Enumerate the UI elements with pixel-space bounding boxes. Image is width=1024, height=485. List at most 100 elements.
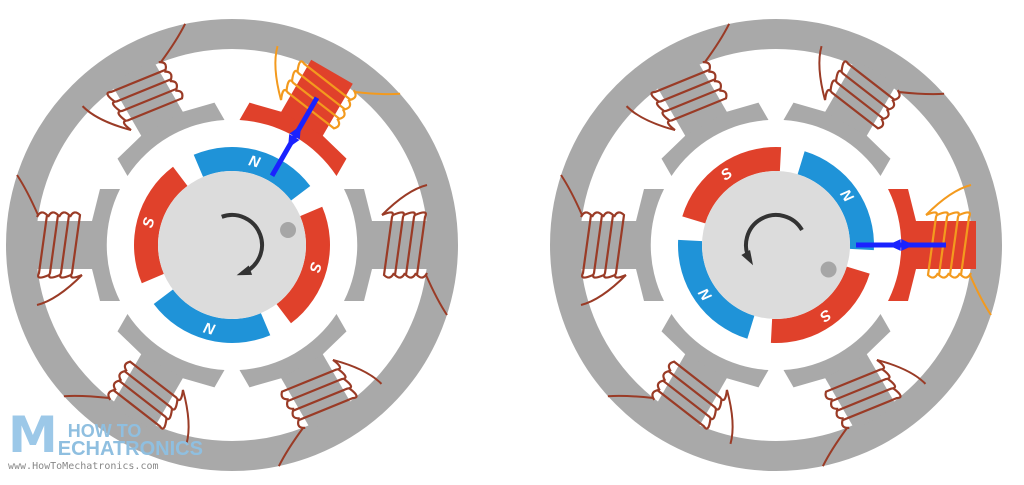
coil-loop <box>823 88 885 130</box>
coil-loop <box>650 61 711 103</box>
coil-lead <box>354 90 401 96</box>
coil-loop <box>117 80 178 122</box>
rotor-marker-dot <box>280 221 297 238</box>
coil-loop <box>666 89 728 131</box>
coil-loop <box>667 360 729 402</box>
coil-loop <box>414 211 428 279</box>
coil-loop <box>291 378 353 420</box>
stator-ring <box>550 19 1002 471</box>
coil-lead <box>580 274 627 306</box>
coil-loop <box>69 211 83 279</box>
coil-loop <box>297 387 358 429</box>
watermark-logo-m: M <box>8 406 58 464</box>
pole-shoe <box>117 102 225 177</box>
rotation-arrowhead <box>236 265 253 276</box>
coil-lead <box>607 394 654 400</box>
coil-lead <box>625 105 676 132</box>
pole-shoe <box>636 189 664 301</box>
coil-loop <box>123 360 185 402</box>
coil-loop <box>122 89 184 131</box>
magnet-label: S <box>306 260 325 274</box>
coil-lead <box>925 184 972 216</box>
coil-loop <box>830 368 891 410</box>
coil-lead <box>332 358 383 385</box>
watermark: M HOW TO ECHATRONICS www.HowToMechatroni… <box>8 406 203 472</box>
stator-pole <box>81 23 225 177</box>
counterclockwise-arrow-icon <box>744 213 804 261</box>
coil-loop <box>112 379 174 421</box>
coil-loop <box>392 211 406 279</box>
pole-shoe <box>239 313 347 388</box>
field-arrowhead <box>901 239 914 251</box>
pole-shoe <box>239 102 347 177</box>
coil-lead <box>16 174 39 216</box>
coil-loop <box>106 61 167 103</box>
pole-shoe <box>117 313 225 388</box>
north-magnet <box>153 289 271 343</box>
stator-pole <box>783 45 945 177</box>
south-magnet <box>770 266 870 343</box>
coil-lead <box>425 274 448 316</box>
coil-loop <box>296 60 357 101</box>
south-magnet <box>276 206 330 324</box>
coil-loop <box>613 211 627 279</box>
rotation-arrowhead <box>741 250 754 266</box>
watermark-line2: ECHATRONICS <box>57 438 203 460</box>
pole-shoe <box>783 102 891 177</box>
field-arrowhead <box>288 134 300 149</box>
coil-loop <box>661 80 722 122</box>
stator-pole <box>344 184 448 316</box>
magnetic-field-arrow <box>269 96 320 177</box>
coil-lead <box>818 45 826 101</box>
coil-loop <box>829 79 890 121</box>
coil-lead <box>81 105 132 132</box>
magnet-label: S <box>139 216 158 230</box>
coil-loop <box>947 211 961 279</box>
coil-loop <box>47 211 61 279</box>
coil-loop <box>655 70 717 112</box>
coil-lead <box>160 23 187 63</box>
coil-lead <box>898 90 945 96</box>
coil-loop <box>591 211 605 279</box>
coil-lead <box>277 427 304 467</box>
rotor-core <box>158 171 306 319</box>
stator-pole <box>783 313 927 467</box>
coil-loop <box>58 211 72 279</box>
coil-lead <box>876 358 927 385</box>
coil-lead <box>381 184 428 216</box>
coil-loop <box>118 369 179 411</box>
coil-loop <box>834 69 896 111</box>
coil-loop <box>580 211 594 279</box>
coil-loop <box>381 211 395 279</box>
stator-pole <box>625 23 769 177</box>
coil-loop <box>403 211 417 279</box>
field-arrowhead <box>289 125 301 140</box>
rotor-marker-dot <box>820 261 837 278</box>
coil-lead <box>36 274 83 306</box>
watermark-line1: HOW TO <box>67 421 142 441</box>
pole-shoe <box>344 189 372 301</box>
south-magnet <box>682 147 782 224</box>
rotor-core <box>702 171 850 319</box>
coil-loop <box>280 359 342 401</box>
stator-pole <box>607 313 769 445</box>
north-magnet <box>797 151 874 251</box>
north-magnet <box>678 239 755 339</box>
stator-pole <box>63 313 225 445</box>
coil-lead <box>821 427 848 467</box>
coil-loop <box>841 387 902 429</box>
pole-shoe <box>92 189 120 301</box>
coil-loop <box>958 211 972 279</box>
coil-lead <box>726 389 734 445</box>
coil-loop <box>107 389 168 430</box>
coil-loop <box>36 211 50 279</box>
coil-loop <box>840 60 901 101</box>
stator-pole <box>16 174 120 306</box>
stator-pole <box>239 313 383 467</box>
pole-shoe <box>661 102 769 177</box>
coil-loop <box>824 359 886 401</box>
coil-loop <box>656 379 718 421</box>
coil-loop <box>662 369 723 411</box>
clockwise-arrow-icon <box>221 213 264 276</box>
